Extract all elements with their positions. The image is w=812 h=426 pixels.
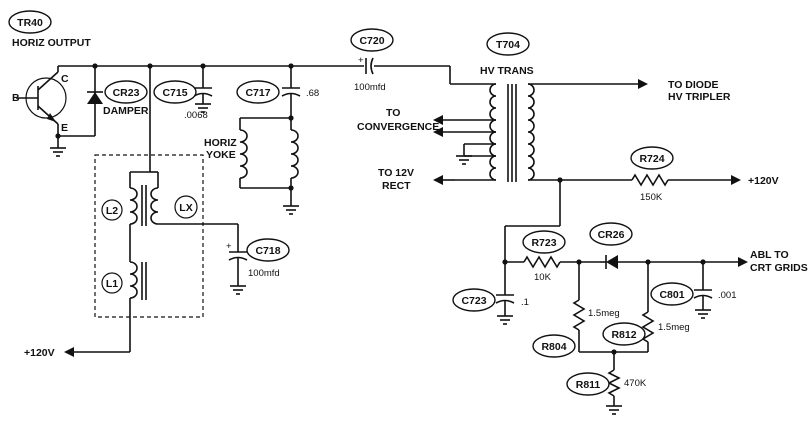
r723-resistor: R723 10K xyxy=(505,230,600,283)
l1-ref: L1 xyxy=(106,278,118,290)
base-pin-label: B xyxy=(12,92,20,104)
c723-value: .1 xyxy=(521,297,529,308)
horiz-yoke-label-2: YOKE xyxy=(206,149,236,161)
c723-capacitor: C723 .1 xyxy=(452,262,529,325)
c723-ref: C723 xyxy=(461,295,486,307)
to-convergence-label-1: TO xyxy=(386,107,400,119)
c720-ref: C720 xyxy=(359,35,384,47)
r724-resistor: R724 150K +120V xyxy=(548,146,779,203)
c715-ref: C715 xyxy=(162,87,187,99)
r724-value: 150K xyxy=(640,192,663,203)
c801-ref: C801 xyxy=(659,289,684,301)
r811-value: 470K xyxy=(624,378,647,389)
r812-resistor: R812 1.5meg xyxy=(602,262,690,352)
c718-value: 100mfd xyxy=(248,268,280,279)
to-diode-label-1: TO DIODE xyxy=(668,79,719,91)
c715-value: .0068 xyxy=(184,110,208,121)
r724-ref: R724 xyxy=(639,153,664,165)
horiz-output-label: HORIZ OUTPUT xyxy=(12,37,91,49)
c718-capacitor: + C718 100mfd xyxy=(226,238,290,295)
to-diode-label-2: HV TRIPLER xyxy=(668,91,731,103)
emitter-pin-label: E xyxy=(61,122,68,134)
c720-value: 100mfd xyxy=(354,82,386,93)
abl-label-1: ABL TO xyxy=(750,249,789,261)
to-12v-label-1: TO 12V xyxy=(378,167,414,179)
c715-capacitor: C715 .0068 xyxy=(153,66,213,121)
cr26-diode: CR26 ABL TO CRT GRIDS xyxy=(589,222,808,274)
t704-ref: T704 xyxy=(496,39,520,51)
cr23-ref: CR23 xyxy=(113,87,140,99)
cr23-damper-diode: CR23 DAMPER xyxy=(58,66,149,137)
r804-ref: R804 xyxy=(541,341,566,353)
cr26-ref: CR26 xyxy=(598,229,625,241)
damper-label: DAMPER xyxy=(103,105,149,117)
c718-plus: + xyxy=(226,241,232,252)
c717-ref: C717 xyxy=(245,87,270,99)
r812-ref: R812 xyxy=(611,329,636,341)
r804-resistor: R804 1.5meg xyxy=(532,262,620,358)
r811-ref: R811 xyxy=(576,379,601,391)
c801-value: .001 xyxy=(718,290,737,301)
r723-value: 10K xyxy=(534,272,552,283)
collector-pin-label: C xyxy=(61,73,69,85)
c718-ref: C718 xyxy=(255,245,280,257)
ground-symbol xyxy=(50,147,66,157)
plus-120v-left-supply: +120V xyxy=(24,347,130,359)
c720-capacitor: + C720 100mfd xyxy=(350,28,394,93)
l2-ref: L2 xyxy=(106,205,118,217)
r811-resistor: R811 470K xyxy=(566,352,647,415)
linearity-coil-assembly: L2 LX L1 xyxy=(94,66,239,352)
c801-capacitor: C801 .001 xyxy=(650,262,737,319)
t704-hv-transformer: T704 HV TRANS xyxy=(433,32,548,185)
to-12v-label-2: RECT xyxy=(382,180,411,192)
r804-value: 1.5meg xyxy=(588,308,620,319)
to-hv-tripler-output: TO DIODE HV TRIPLER xyxy=(548,79,731,103)
plus-120v-right-label: +120V xyxy=(748,175,779,187)
horiz-yoke-label-1: HORIZ xyxy=(204,137,237,149)
c717-value: .68 xyxy=(306,88,319,99)
c717-capacitor: C717 .68 xyxy=(236,66,319,118)
lx-ref: LX xyxy=(179,202,192,214)
r723-ref: R723 xyxy=(531,237,556,249)
to-convergence-label-2: CONVERGENCE xyxy=(357,121,439,133)
c720-plus: + xyxy=(358,55,364,66)
tr40-transistor: TR40 HORIZ OUTPUT B C E xyxy=(8,10,91,157)
r812-value: 1.5meg xyxy=(658,322,690,333)
plus-120v-left-label: +120V xyxy=(24,347,55,359)
hv-trans-label: HV TRANS xyxy=(480,65,534,77)
abl-label-2: CRT GRIDS xyxy=(750,262,808,274)
tr40-ref: TR40 xyxy=(17,17,43,29)
horiz-yoke-coil: HORIZ YOKE xyxy=(204,115,299,215)
